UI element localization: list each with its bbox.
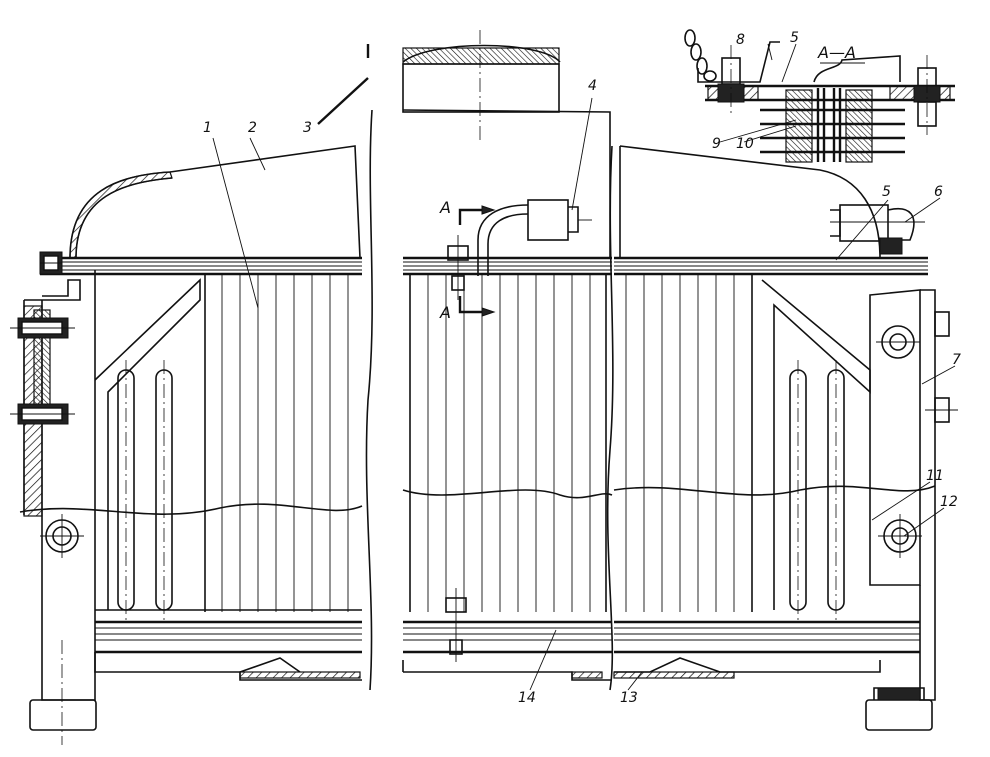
callout-12: 12 xyxy=(940,494,958,510)
nut-top-middle xyxy=(447,235,469,300)
hinge-bracket-right xyxy=(830,204,925,255)
break-line-left xyxy=(19,503,363,515)
side-slots-left xyxy=(117,360,173,620)
right-section xyxy=(613,145,958,731)
leader-lines xyxy=(212,43,956,691)
callout-10: 10 xyxy=(736,136,754,152)
mount-bolt-left xyxy=(40,514,84,558)
chain xyxy=(684,29,717,82)
section-cut-label-bottom: А xyxy=(439,303,451,322)
hinge-bolt-left xyxy=(39,251,63,275)
foot-right xyxy=(865,687,933,731)
damper-bolt-upper xyxy=(10,317,75,339)
callout-9: 9 xyxy=(712,136,721,152)
nut-bottom-middle xyxy=(445,588,467,662)
filler-cap xyxy=(402,30,561,140)
core-band-bottom-left xyxy=(95,620,362,654)
callout-6: 6 xyxy=(934,184,943,200)
left-section xyxy=(10,145,363,745)
break-line-middle xyxy=(402,489,613,499)
callout-7: 7 xyxy=(952,352,961,368)
inset-fins xyxy=(760,55,905,163)
callout-5-inset: 5 xyxy=(790,30,799,46)
inset-bolt-left xyxy=(717,45,745,115)
callout-13: 13 xyxy=(620,690,638,706)
callout-2: 2 xyxy=(248,120,257,136)
section-aa-inset xyxy=(684,29,955,163)
inset-bolt-right xyxy=(913,55,941,135)
core-band-bottom-right xyxy=(614,620,920,654)
top-tank-middle xyxy=(402,109,611,259)
section-cut-label-top: А xyxy=(439,198,451,217)
section-marks xyxy=(458,205,496,317)
plate-bolt-middle xyxy=(925,397,958,423)
core-band-top-middle xyxy=(403,256,612,276)
callout-14: 14 xyxy=(518,690,536,706)
middle-section xyxy=(402,30,613,681)
plate-bolt-upper xyxy=(876,311,950,359)
callout-8: 8 xyxy=(736,32,745,48)
callout-5: 5 xyxy=(882,184,891,200)
bottom-tank-right xyxy=(614,657,881,673)
top-tank-left xyxy=(69,145,361,259)
callout-1: 1 xyxy=(203,120,212,136)
section-aa-title: А—А xyxy=(817,43,856,62)
callout-3: 3 xyxy=(303,120,312,136)
core-tubes-right xyxy=(625,275,753,612)
core-band-top-right xyxy=(614,256,928,276)
core-band-top-left xyxy=(40,256,362,276)
damper-bolt-lower xyxy=(10,403,75,425)
steam-pipe xyxy=(477,199,592,276)
core-tubes-middle xyxy=(409,275,607,612)
callout-4: 4 xyxy=(588,78,597,94)
foot-left xyxy=(29,640,97,745)
core-band-bottom-middle xyxy=(403,620,612,654)
break-line-right xyxy=(613,485,936,496)
mount-bolt-right xyxy=(878,514,922,558)
core-tubes-left xyxy=(204,275,349,612)
callout-11: 11 xyxy=(926,468,944,484)
break-cuts xyxy=(365,44,614,691)
